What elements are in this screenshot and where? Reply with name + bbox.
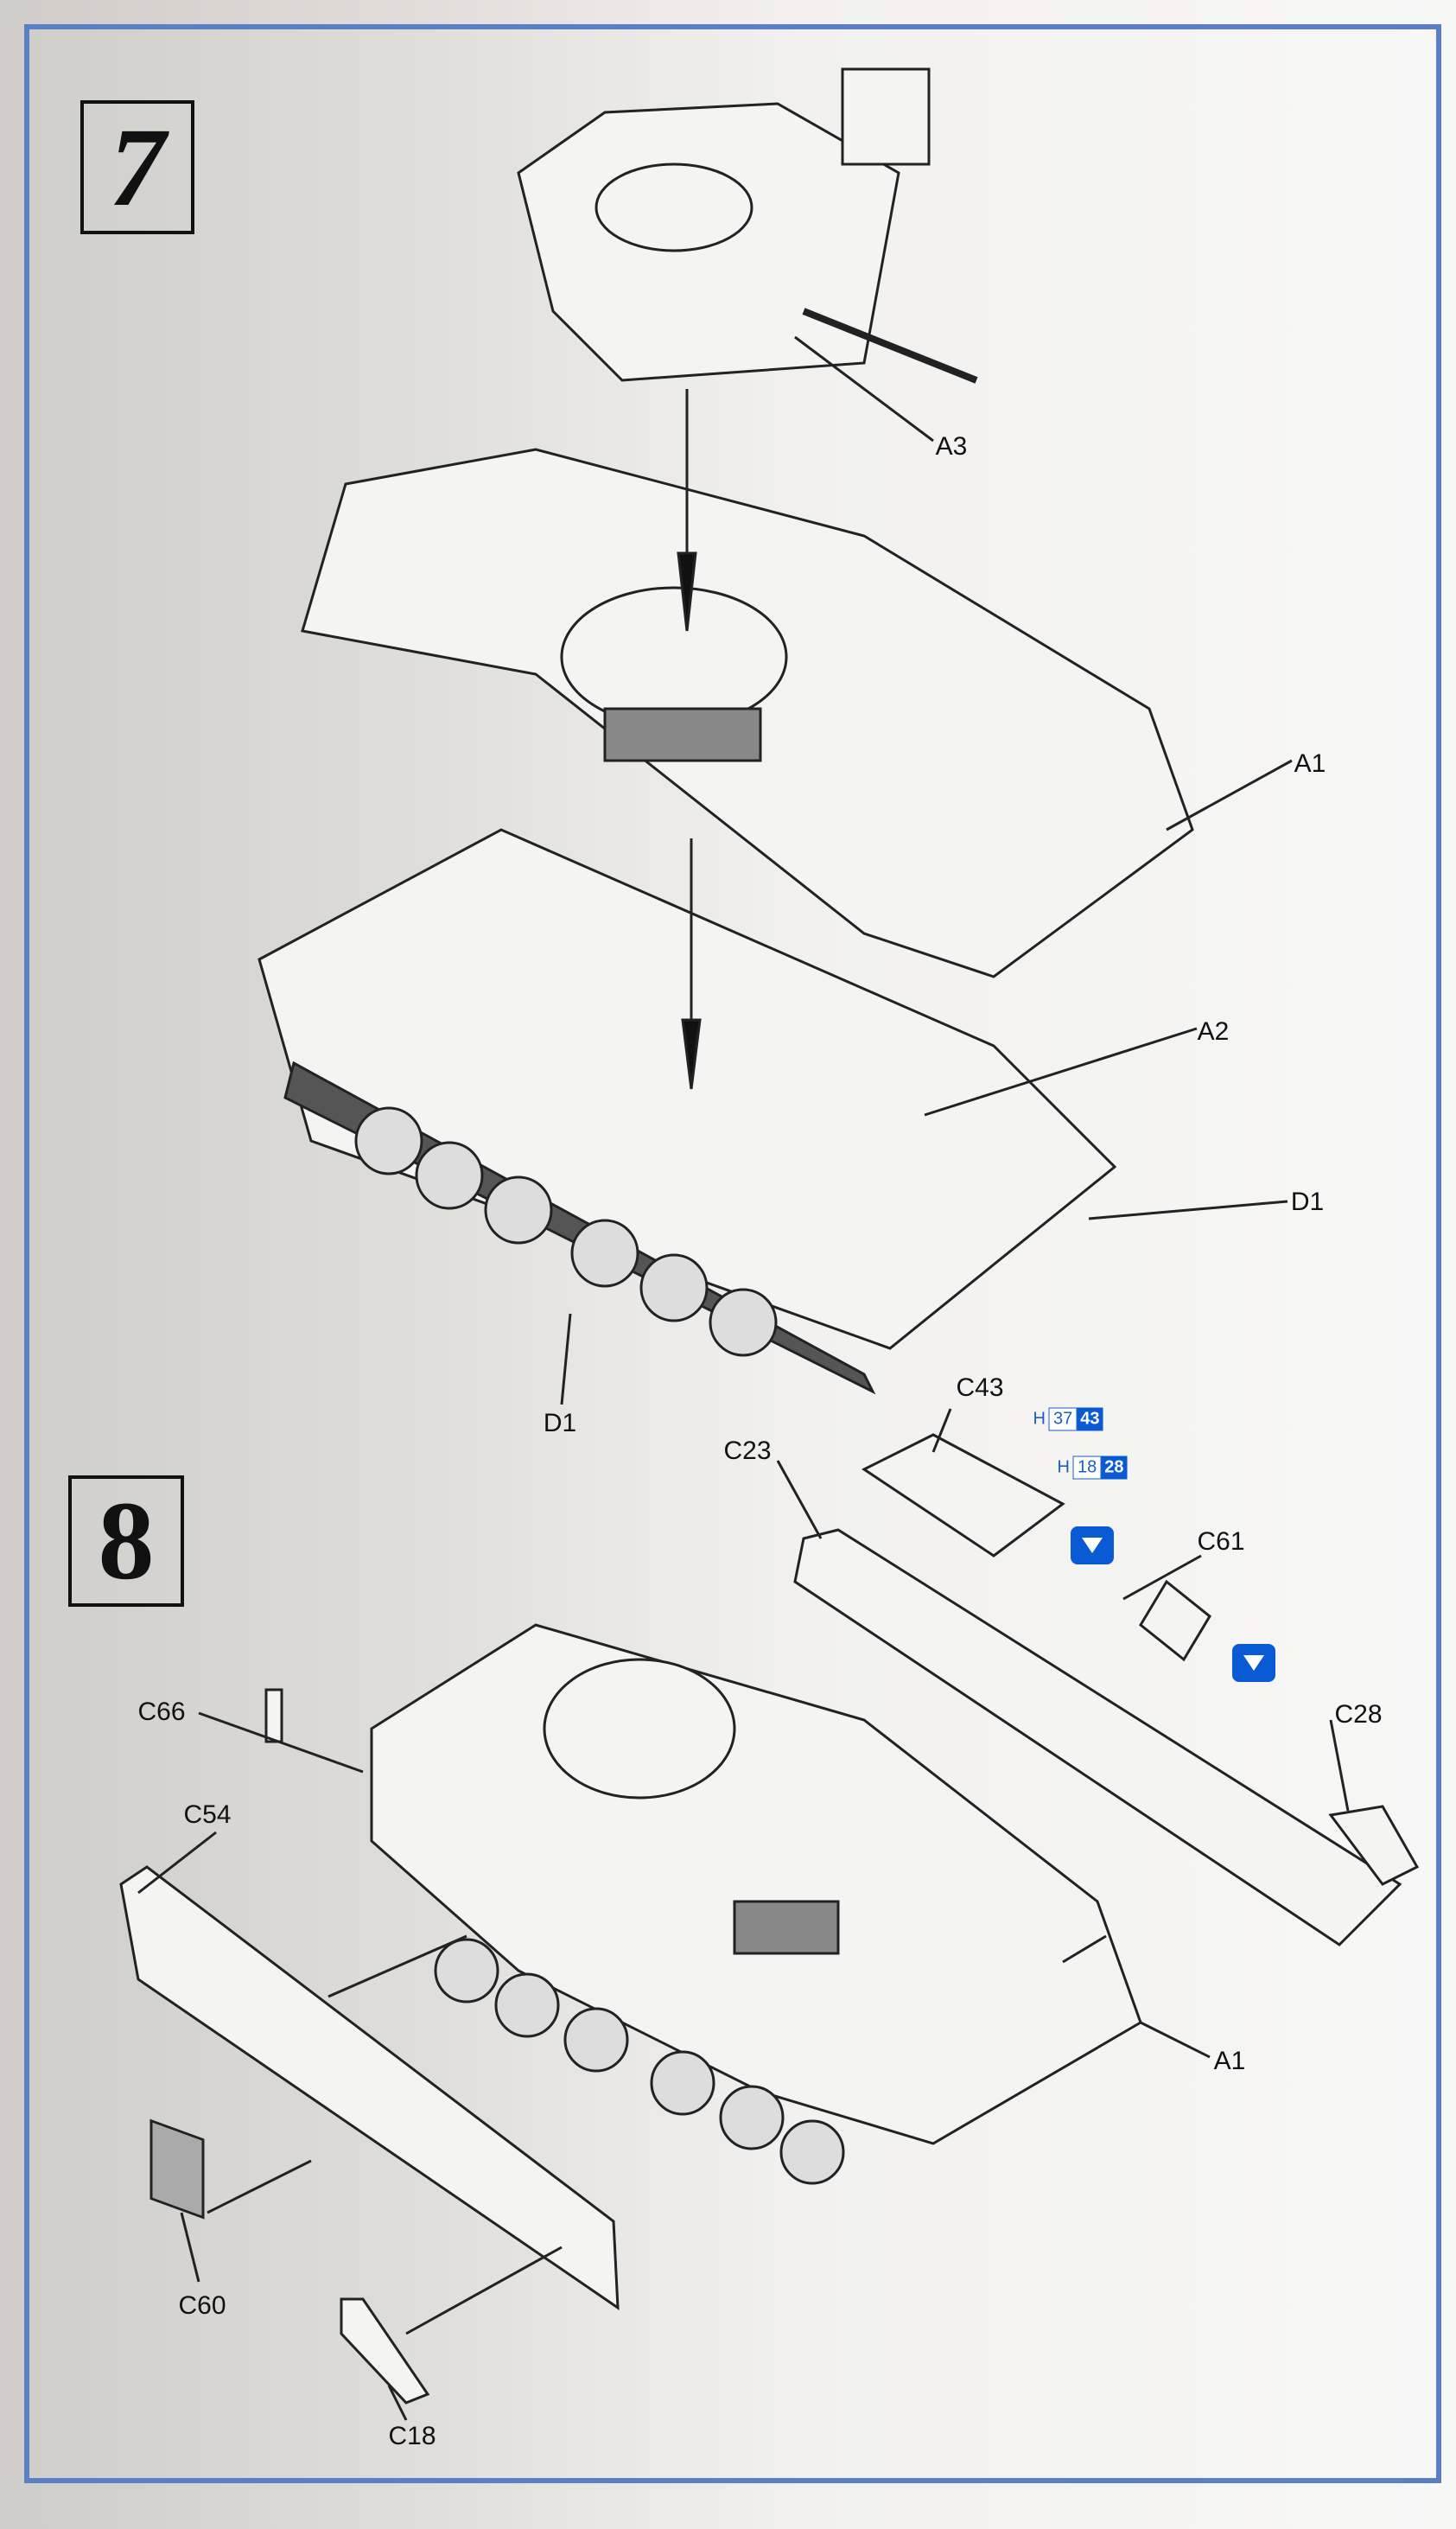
plate-c43 <box>862 1433 1065 1558</box>
rail-c23 <box>793 1528 1402 1946</box>
paint-callout: H 37 43 <box>1033 1407 1103 1431</box>
label-c28: C28 <box>1334 1700 1383 1729</box>
paint-code-alt: 43 <box>1077 1407 1103 1431</box>
paint-code: 37 <box>1048 1407 1078 1431</box>
side-skirt-c54 <box>119 1865 620 2310</box>
label-a1-step8: A1 <box>1213 2047 1246 2075</box>
part-c28 <box>1328 1805 1420 1886</box>
label-c43: C43 <box>956 1373 1004 1402</box>
page-frame <box>24 24 1441 2483</box>
step-number-8: 8 <box>68 1475 184 1607</box>
paint-code: 18 <box>1072 1456 1102 1480</box>
grille-c60 <box>149 2118 205 2220</box>
step-number-7: 7 <box>80 100 194 234</box>
paint-prefix: H <box>1033 1409 1046 1429</box>
label-c66: C66 <box>137 1698 186 1726</box>
paint-code-alt: 28 <box>1101 1456 1128 1480</box>
label-a2: A2 <box>1197 1017 1230 1046</box>
upper-hull-part <box>301 448 1194 978</box>
part-c66 <box>264 1688 283 1743</box>
part-c18 <box>340 2297 430 2405</box>
paint-callout: H 18 28 <box>1058 1456 1128 1480</box>
cement-glue-icon <box>1071 1526 1114 1564</box>
paint-prefix: H <box>1057 1457 1070 1477</box>
lower-hull-part <box>258 828 1117 1395</box>
label-c61: C61 <box>1197 1527 1245 1556</box>
label-d1-bottom: D1 <box>543 1409 577 1437</box>
cement-glue-icon <box>1232 1644 1275 1682</box>
label-d1-right: D1 <box>1290 1188 1325 1216</box>
label-c18: C18 <box>388 2422 436 2450</box>
turret-part <box>517 67 978 384</box>
assembled-vehicle <box>370 1623 1142 2185</box>
label-c60: C60 <box>178 2291 226 2320</box>
label-c54: C54 <box>183 1800 232 1829</box>
label-a3: A3 <box>935 432 968 461</box>
label-a1: A1 <box>1294 749 1326 778</box>
plate-c61 <box>1139 1579 1211 1662</box>
label-c23: C23 <box>723 1436 772 1465</box>
